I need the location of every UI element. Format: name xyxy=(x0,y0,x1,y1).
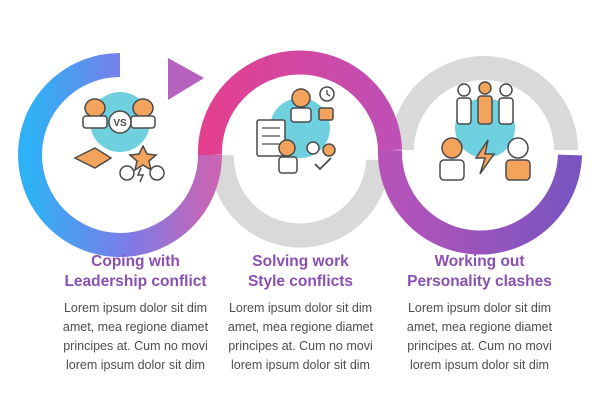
personality-clash-icon xyxy=(430,78,540,188)
band-arrow-head xyxy=(168,58,204,100)
step-title: Working out Personality clashes xyxy=(407,253,552,290)
band-gray-bottom xyxy=(209,154,390,248)
step-description: Lorem ipsum dolor sit dim amet, mea regi… xyxy=(62,301,209,372)
step-solving-work-style: Solving work Style conflicts Lorem ipsum… xyxy=(218,252,383,375)
step-personality-clashes: Working out Personality clashes Lorem ip… xyxy=(397,252,562,375)
step-description: Lorem ipsum dolor sit dim amet, mea regi… xyxy=(406,301,553,372)
step-title: Coping with Leadership conflict xyxy=(64,253,207,290)
leadership-conflict-icon: VS xyxy=(65,78,175,188)
band-pink xyxy=(197,50,402,156)
work-style-icon xyxy=(245,78,355,188)
step-title: Solving work Style conflicts xyxy=(247,253,354,290)
band-purple xyxy=(377,149,582,255)
step-description: Lorem ipsum dolor sit dim amet, mea regi… xyxy=(227,301,374,372)
band-blue xyxy=(18,53,222,257)
step-coping-leadership: Coping with Leadership conflict Lorem ip… xyxy=(53,252,218,375)
vs-badge-text: VS xyxy=(113,118,127,129)
band-gray-top xyxy=(390,56,578,151)
